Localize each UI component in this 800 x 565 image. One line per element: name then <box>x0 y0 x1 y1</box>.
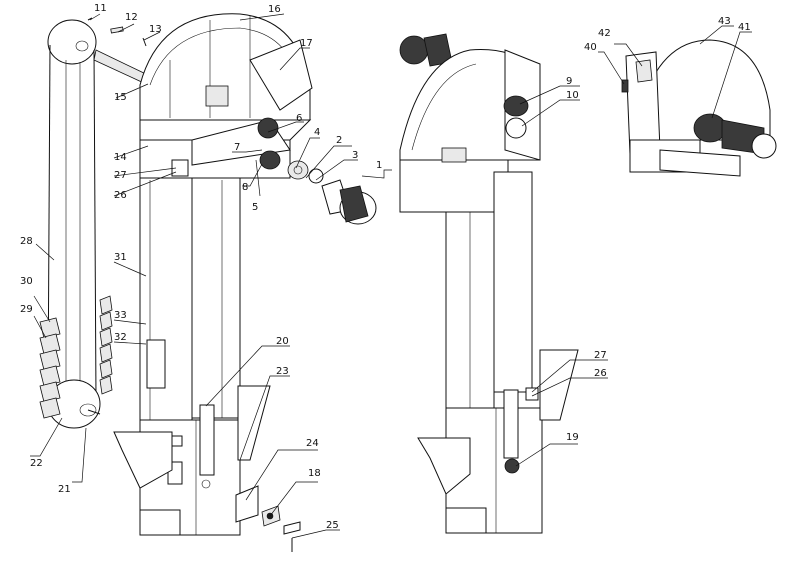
callout-2: 2 <box>336 135 342 146</box>
trunk-right <box>191 177 241 419</box>
callout-21: 21 <box>58 484 71 495</box>
callout-4: 4 <box>314 127 320 138</box>
take-up-bearing-19 <box>504 458 520 474</box>
bearing-6 <box>257 117 279 139</box>
callout-18: 18 <box>308 468 321 479</box>
callout-13: 13 <box>149 24 162 35</box>
part-42 <box>635 59 653 83</box>
callout-7: 7 <box>234 142 240 153</box>
part-13-pin <box>142 37 147 47</box>
callout-15: 15 <box>114 92 127 103</box>
assembled-head-section <box>399 159 509 213</box>
callout-1: 1 <box>376 160 382 171</box>
part-40 <box>621 79 629 93</box>
belt-right-edge <box>93 49 97 401</box>
top-motor <box>399 35 429 65</box>
callout-25: 25 <box>326 520 339 531</box>
detail-bearing-41 <box>693 113 727 143</box>
discharge-spout <box>249 39 313 111</box>
part-2 <box>308 168 324 184</box>
bearing-8 <box>259 150 281 170</box>
cover-plate-24 <box>235 485 259 523</box>
callout-24: 24 <box>306 438 319 449</box>
callout-19: 19 <box>566 432 579 443</box>
callout-6: 6 <box>296 113 302 124</box>
callout-5: 5 <box>252 202 258 213</box>
assembled-inlet <box>417 437 471 495</box>
detail-motor-end <box>751 133 777 159</box>
elevator-exploded-view <box>113 13 377 552</box>
callout-labels: 1 2 3 4 5 6 7 8 9 10 11 12 13 14 15 16 1… <box>20 3 751 531</box>
callout-10: 10 <box>566 90 579 101</box>
coupling-4 <box>287 160 309 180</box>
buckets-right <box>99 295 113 395</box>
part-11 <box>87 17 93 21</box>
callout-26-left: 26 <box>114 190 127 201</box>
inspection-window <box>146 339 166 389</box>
callout-41: 41 <box>738 22 751 33</box>
callout-8: 8 <box>242 182 248 193</box>
assembled-boot-hopper <box>539 349 579 421</box>
callout-33: 33 <box>114 310 127 321</box>
callout-43: 43 <box>718 16 731 27</box>
callout-31: 31 <box>114 252 127 263</box>
callout-20: 20 <box>276 336 289 347</box>
callout-27-right: 27 <box>594 350 607 361</box>
motor-housing <box>339 185 369 223</box>
boot-hopper-23 <box>237 385 271 461</box>
callout-26-right: 26 <box>594 368 607 379</box>
detail-bracket <box>659 149 741 177</box>
head-shaft <box>93 49 149 85</box>
callout-27-left: 27 <box>114 170 127 181</box>
belt-assembly <box>39 17 149 429</box>
callout-12: 12 <box>125 12 138 23</box>
assembled-trunk-right <box>493 171 533 393</box>
callout-23: 23 <box>276 366 289 377</box>
detail-hood <box>639 39 771 141</box>
drive-detail-view <box>621 39 777 177</box>
callout-30: 30 <box>20 276 33 287</box>
head-pulley <box>47 19 97 65</box>
callout-32: 32 <box>114 332 127 343</box>
buckets-left <box>39 317 61 419</box>
shaft-hole-10 <box>505 117 527 139</box>
inlet-hopper <box>113 431 173 489</box>
callout-9: 9 <box>566 76 572 87</box>
callout-17: 17 <box>300 38 313 49</box>
callout-42: 42 <box>598 28 611 39</box>
callout-29: 29 <box>20 304 33 315</box>
callout-22: 22 <box>30 458 43 469</box>
assembled-bearing-housing <box>525 387 539 401</box>
callout-14: 14 <box>114 152 127 163</box>
elevator-assembled-view <box>399 33 579 534</box>
part-12-key <box>110 26 124 34</box>
callout-3: 3 <box>352 150 358 161</box>
tail-shaft <box>87 409 101 415</box>
bearing-9 <box>503 95 529 117</box>
callout-40: 40 <box>584 42 597 53</box>
callout-16: 16 <box>268 4 281 15</box>
callout-28: 28 <box>20 236 33 247</box>
inspection-plate <box>205 85 229 107</box>
leader-lines <box>30 13 752 539</box>
take-up-slot <box>199 404 215 476</box>
callout-11: 11 <box>94 3 107 14</box>
